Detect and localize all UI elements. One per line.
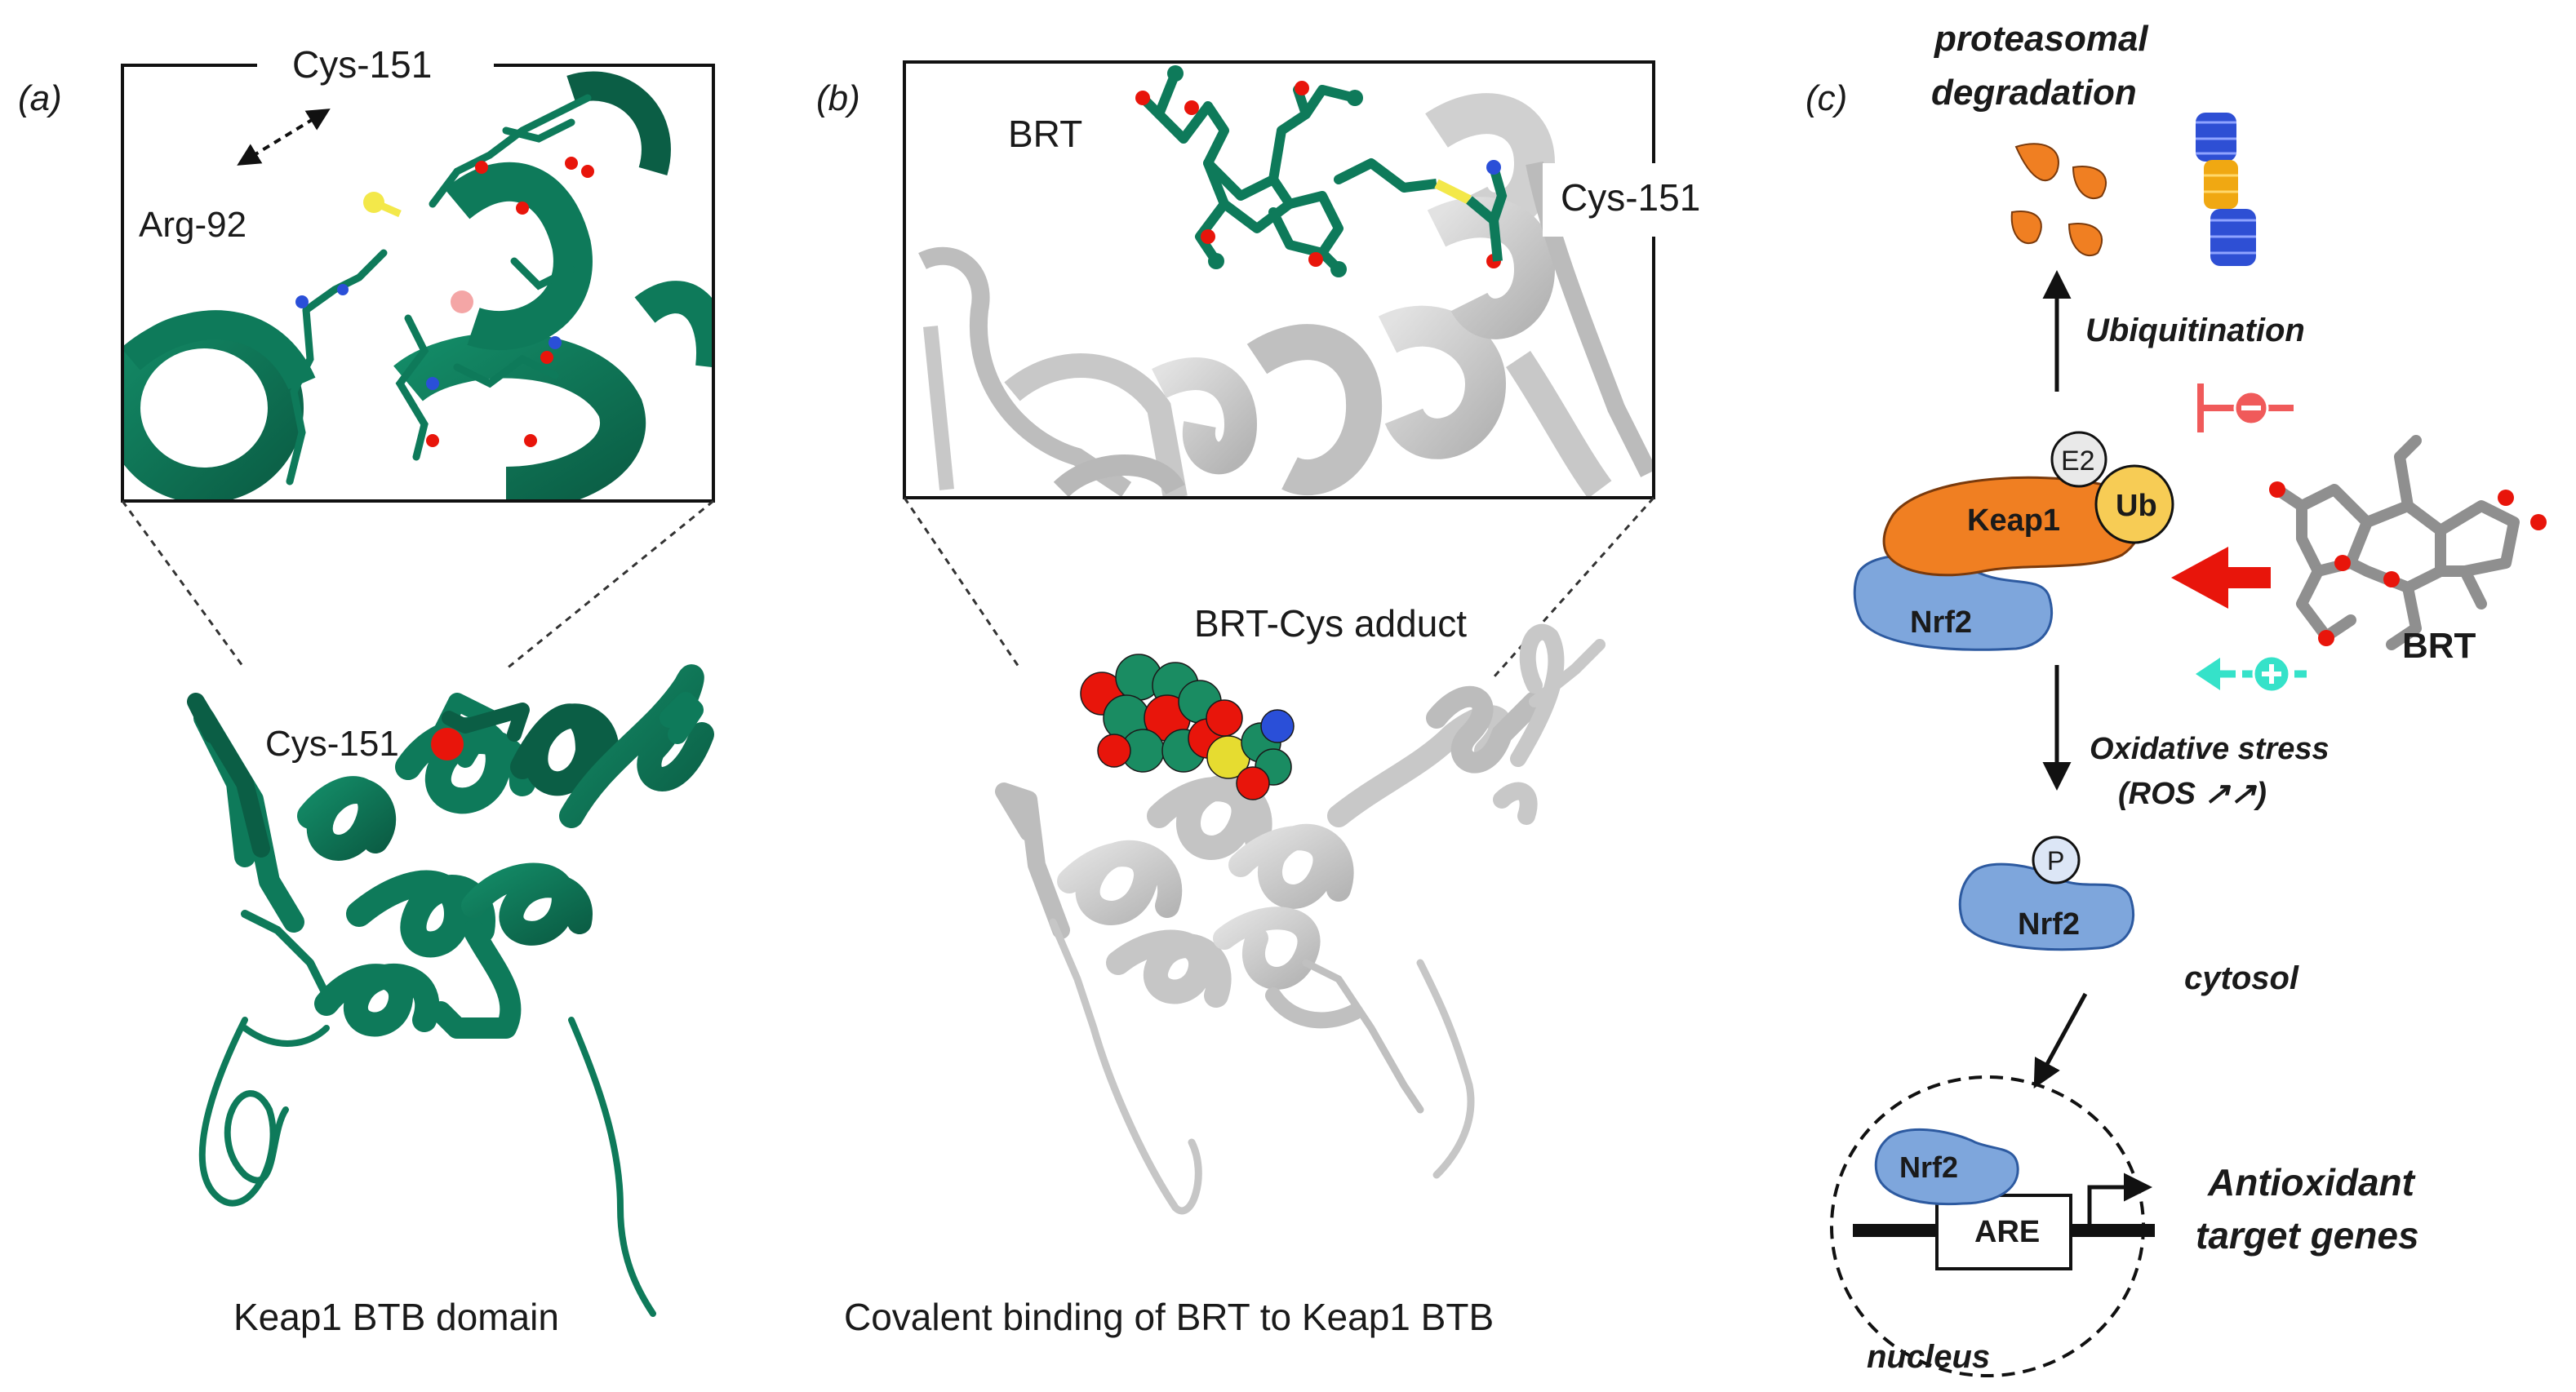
panel-a-caption: Keap1 BTB domain [233,1296,559,1338]
keap1-nrf2-complex: Keap1 Nrf2 E2 Ub [1854,432,2173,649]
stress-line-2: (ROS ↗↗) [2118,777,2267,811]
zoom-line-left [904,498,1020,669]
panel-b: (b) [816,62,1700,1338]
nuclear-nrf2-label: Nrf2 [1899,1150,1958,1184]
panel-a-inset: Cys-151 Arg-92 [122,43,713,501]
target-line-2: target genes [2196,1214,2419,1257]
degradation-line-2: degradation [1931,73,2137,113]
site-label: Cys-151 [265,724,399,764]
arrow-to-nucleus [2036,994,2085,1084]
e2-label: E2 [2061,446,2095,477]
cytosol-label: cytosol [2184,960,2299,996]
red-arrow-icon [2171,547,2271,609]
target-line-1: Antioxidant [2207,1161,2416,1204]
adduct-label: BRT-Cys adduct [1194,602,1467,645]
inset-cys-label: Cys-151 [292,43,432,86]
brt-cys-adduct-spheres [1081,654,1294,800]
brt-keap1-ribbon [1004,632,1600,1211]
inset-brt-label: BRT [1008,113,1082,155]
degradation-line-1: proteasomal [1934,19,2148,59]
activate-symbol-icon [2196,656,2307,692]
panel-c-letter: (c) [1805,78,1847,118]
zoom-line-right [506,501,713,669]
zoom-line-right [1494,498,1654,677]
phosphate-label: P [2047,846,2064,876]
panel-b-inset: BRT Cys-151 [904,62,1700,498]
stress-line-1: Oxidative stress [2090,732,2330,766]
zoom-line-left [122,501,245,669]
keap1-label: Keap1 [1967,503,2060,538]
phospho-nrf2: P Nrf2 [1960,837,2133,950]
nucleus-label: nucleus [1867,1339,1990,1375]
panel-b-caption: Covalent binding of BRT to Keap1 BTB [844,1296,1494,1338]
inhibit-symbol-icon [2201,383,2294,432]
inset-cys-label: Cys-151 [1561,176,1700,219]
panel-a: (a) [18,43,713,1338]
nrf2-label: Nrf2 [1910,605,1972,640]
protein-fragments [2012,144,2106,255]
are-label: ARE [1974,1215,2040,1249]
brt-label: BRT [2402,626,2476,666]
cys-151-site-marker [431,728,464,760]
ub-label: Ub [2116,489,2157,523]
keap1-btb-ribbon [196,676,702,1314]
inset-arg-label: Arg-92 [139,205,246,245]
ubiquitination-label: Ubiquitination [2085,313,2305,348]
panel-b-letter: (b) [816,78,860,118]
brt-molecule [2277,441,2514,645]
panel-a-letter: (a) [18,78,62,118]
proteasome-icon [2196,113,2256,266]
phospho-nrf2-label: Nrf2 [2018,907,2080,942]
panel-c: (c) proteasomal degradation Ubiquitinati… [1805,19,2547,1376]
